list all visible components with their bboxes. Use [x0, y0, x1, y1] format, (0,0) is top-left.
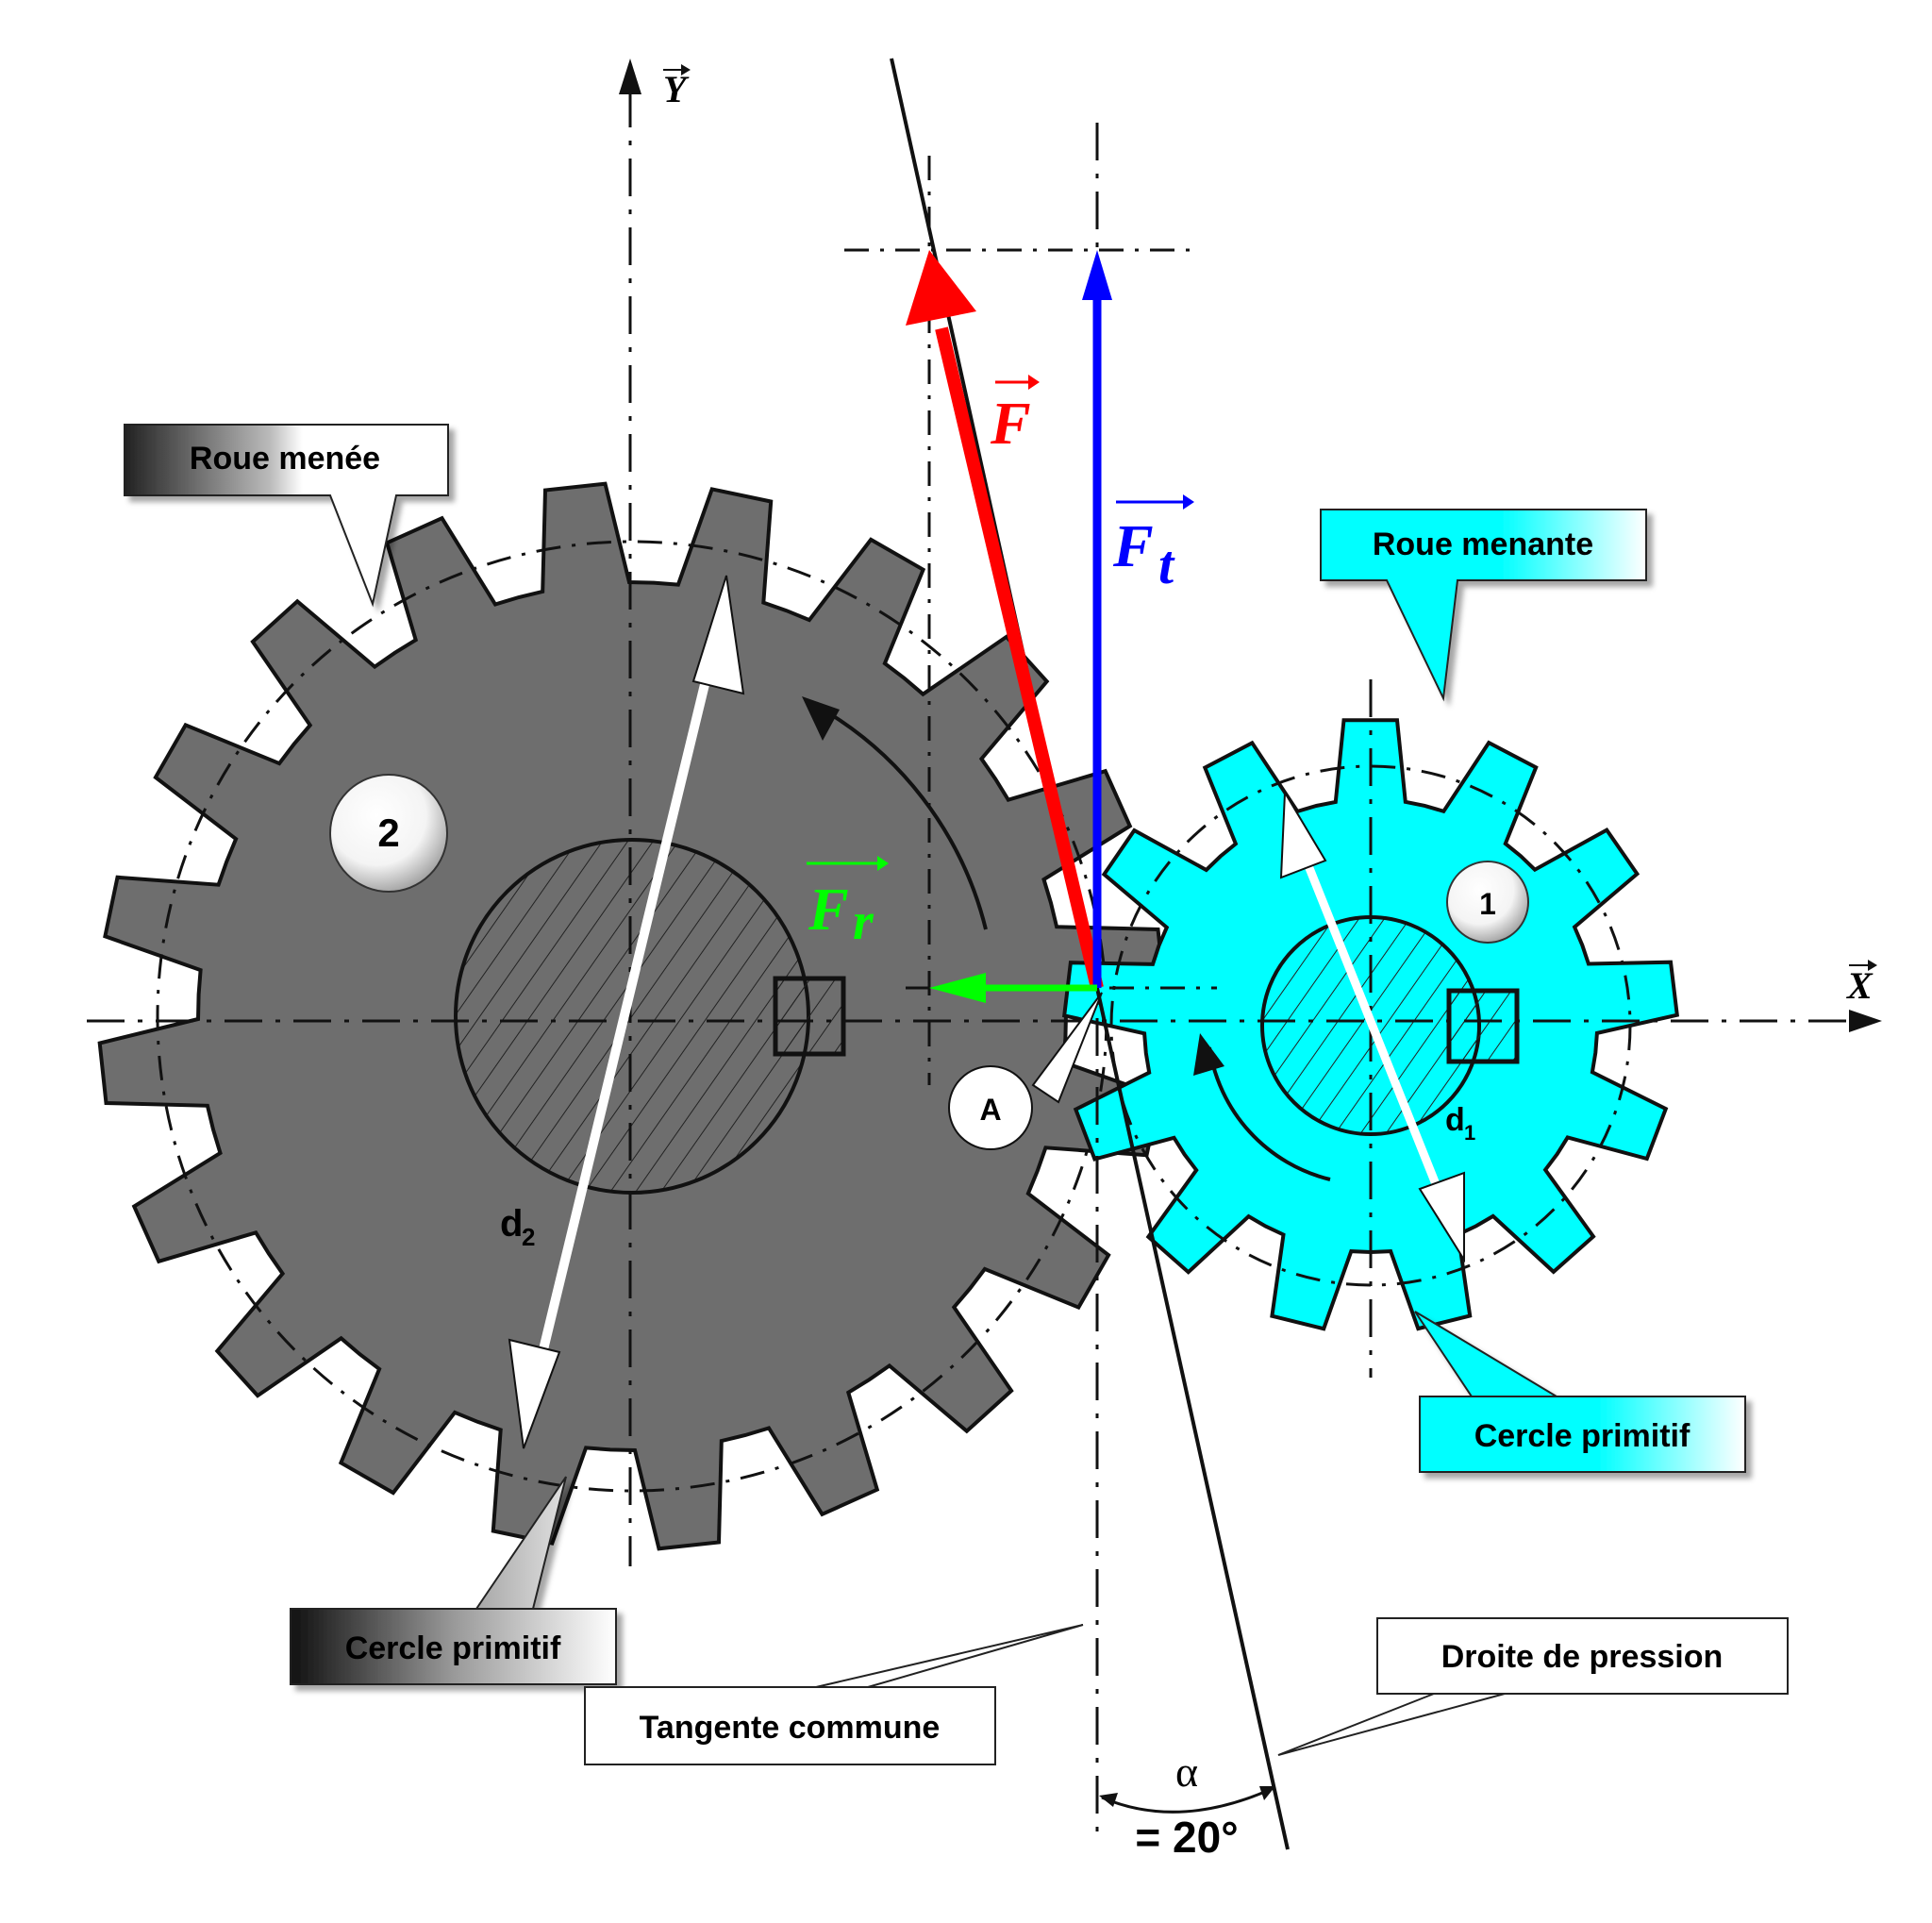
x-axis-label-overarrow-head [1868, 960, 1877, 971]
d1-dimension [1279, 789, 1465, 1263]
forces [906, 250, 1112, 1003]
d2-label-subscript: 2 [522, 1223, 535, 1251]
force-f-shaft [935, 326, 1104, 990]
driving-gear-rotation-arrow [1208, 1046, 1331, 1181]
callout-cercle-primitif-right-shape [1414, 1311, 1746, 1473]
d1-label: d [1445, 1102, 1465, 1138]
driven-gear-rotation-arrow [810, 701, 988, 930]
driving-gear-rotation-arrowhead [1193, 1033, 1224, 1076]
angle-arc-right-arrowhead [1259, 1786, 1275, 1800]
wheel-2-marker [329, 774, 448, 893]
driven-gear [97, 481, 1167, 1551]
d1-top-arrowhead [1279, 789, 1327, 879]
callout-droite-de-pression-shape [1277, 1617, 1789, 1756]
driving-gear-key [1446, 988, 1520, 1064]
y-axis-label-overarrow-head [681, 64, 691, 75]
wheel-1-marker-text: 1 [1479, 887, 1496, 921]
force-f-arrowhead [906, 250, 976, 326]
label-ft-overarrow-head [1183, 494, 1194, 510]
driven-gear-shaft [454, 838, 810, 1195]
callout-cercle-primitif-right [1414, 1311, 1746, 1473]
callout-roue-menante-shape [1320, 509, 1647, 702]
d2-dimension [508, 575, 745, 1449]
d2-top-arrowhead [691, 575, 745, 695]
label-f-overarrow-head [1028, 375, 1040, 390]
y-axis-arrowhead [619, 59, 641, 94]
driven-gear-rotation-arrowhead [802, 696, 840, 741]
d1-dimension-line [1299, 852, 1446, 1200]
callout-cercle-primitif-left-shape [290, 1476, 617, 1685]
driven-gear-key [773, 976, 846, 1057]
point-a-marker [948, 1065, 1033, 1150]
driving-gear-pitch-circle [1109, 764, 1632, 1287]
angle-alpha: α [1175, 1747, 1198, 1796]
callout-cercle-primitif-right-text: Cercle primitif [1474, 1418, 1690, 1454]
callout-tangente-commune [584, 1624, 1084, 1765]
label-ft: F t [1112, 494, 1194, 595]
d1-bottom-arrowhead [1418, 1171, 1465, 1263]
point-a-pointer [1031, 992, 1103, 1104]
callout-roue-menante-text: Roue menante [1373, 527, 1593, 562]
point-a-marker-text: A [979, 1093, 1001, 1127]
y-axis-label: Y [663, 68, 690, 110]
d2-dimension-line [533, 640, 720, 1375]
callout-roue-menee [124, 424, 449, 608]
label-ft-subscript: t [1158, 534, 1175, 595]
label-fr-overarrow-head [877, 856, 889, 871]
angle-arc [1101, 1786, 1274, 1814]
d2-label: d [500, 1203, 523, 1245]
d1-label-subscript: 1 [1464, 1121, 1475, 1145]
wheel-1-marker [1446, 861, 1529, 944]
label-fr-text: F [808, 876, 849, 943]
force-fr-arrowhead [929, 973, 986, 1003]
angle-arc-left-arrowhead [1099, 1793, 1118, 1807]
callout-roue-menee-text: Roue menée [190, 441, 380, 477]
callout-cercle-primitif-left-text: Cercle primitif [345, 1630, 561, 1666]
callout-roue-menee-shape [124, 424, 449, 608]
callout-droite-de-pression [1277, 1617, 1789, 1756]
callout-tangente-commune-text: Tangente commune [640, 1710, 941, 1746]
wheel-2-marker-text: 2 [377, 811, 399, 855]
force-ft-arrowhead [1082, 250, 1112, 300]
x-axis-arrowhead [1849, 1010, 1882, 1032]
label-fr: F r [807, 856, 889, 951]
label-ft-text: F [1112, 512, 1154, 579]
callout-droite-de-pression-text: Droite de pression [1441, 1639, 1724, 1675]
angle-value: = 20° [1135, 1813, 1238, 1862]
x-axis-label: X [1845, 964, 1874, 1007]
callout-roue-menante [1320, 509, 1647, 702]
label-fr-subscript: r [853, 893, 874, 951]
label-f-text: F [990, 390, 1031, 457]
callout-cercle-primitif-left [290, 1476, 617, 1685]
d2-bottom-arrowhead [508, 1338, 561, 1449]
label-f: F [990, 375, 1040, 457]
callout-tangente-commune-shape [584, 1624, 1084, 1765]
